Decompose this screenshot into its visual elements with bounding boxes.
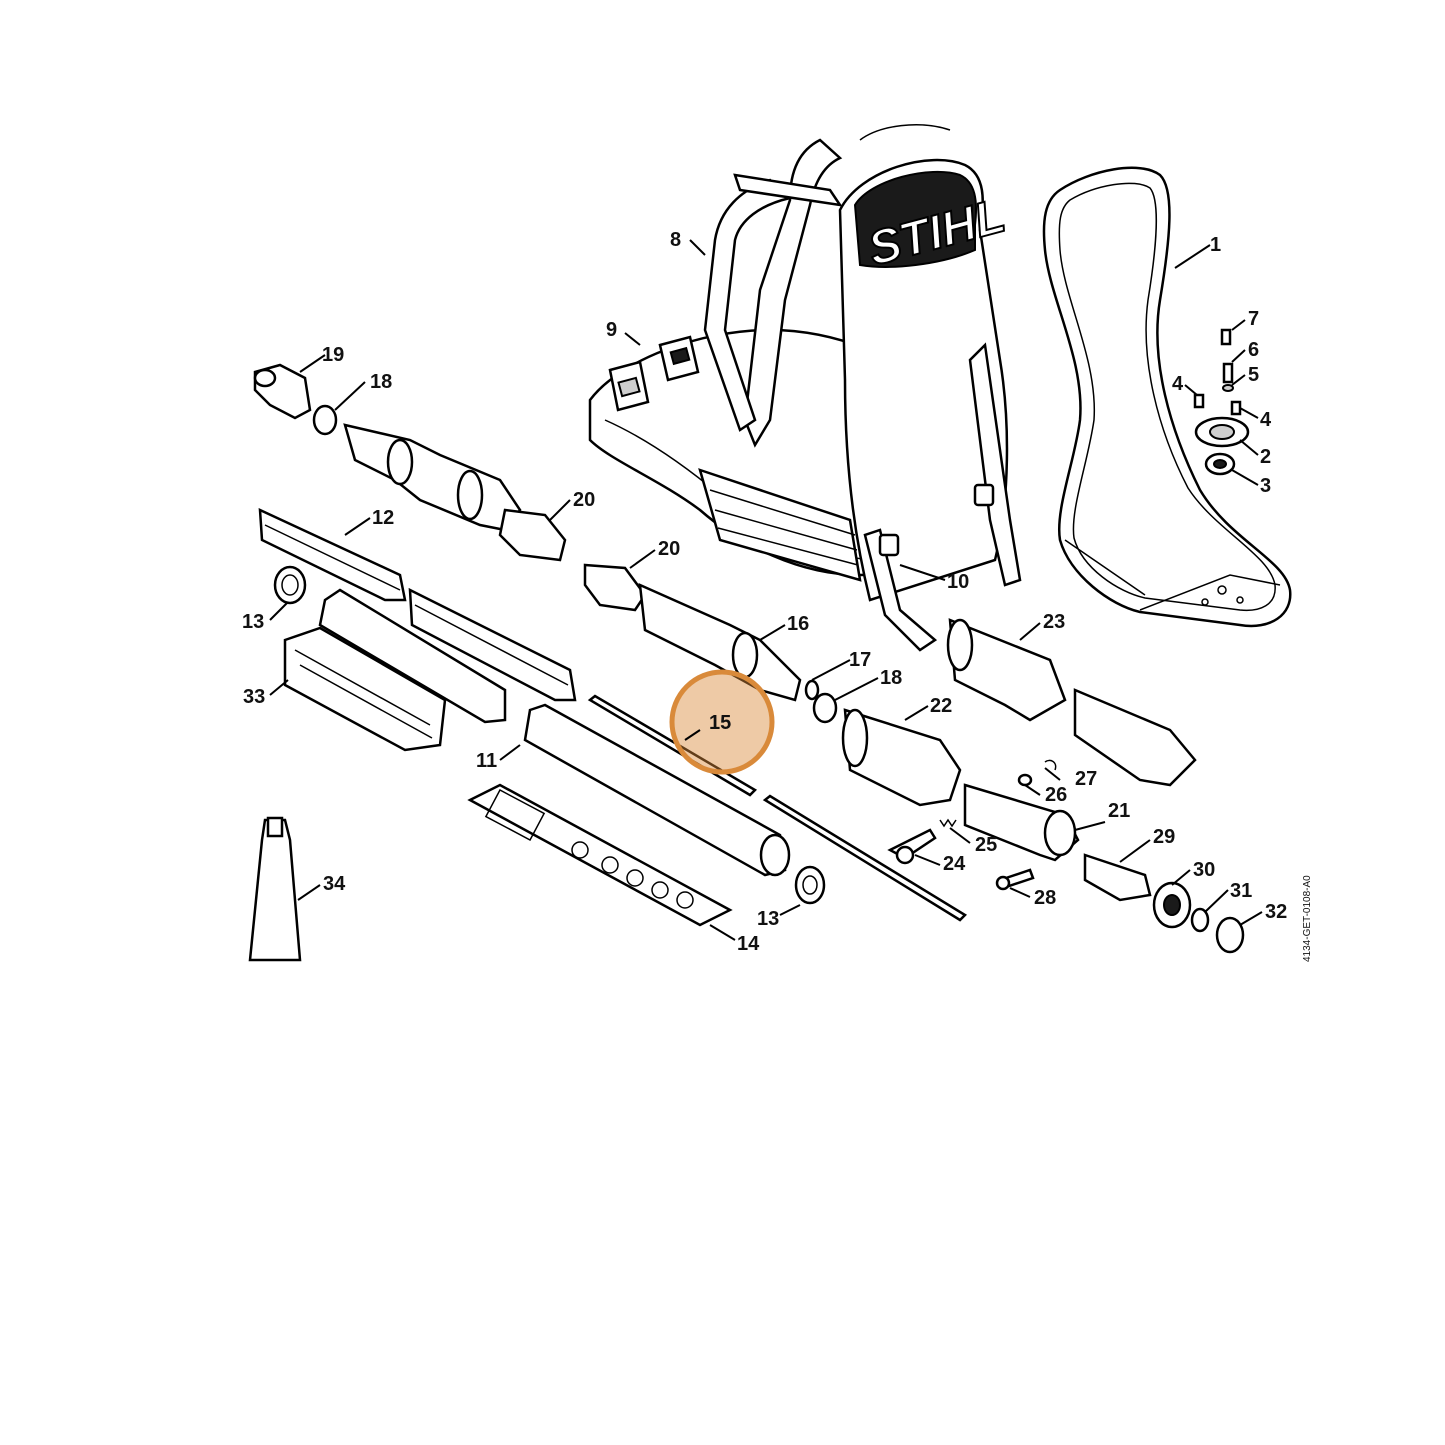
part-9-buckle[interactable] <box>608 335 700 412</box>
part-33-drive-tube[interactable] <box>283 626 447 752</box>
part-1-frame[interactable] <box>1042 166 1292 628</box>
callout-25: 25 <box>975 834 997 856</box>
callout-2: 2 <box>1260 446 1271 468</box>
part-25-spring[interactable] <box>939 818 957 828</box>
part-13-cap-lower[interactable] <box>794 865 826 905</box>
highlight-circle-part-15 <box>669 669 775 775</box>
part-flex-rod[interactable] <box>762 794 968 922</box>
part-4-screw[interactable] <box>1193 393 1242 416</box>
callout-27: 27 <box>1075 768 1097 790</box>
part-30-bearing[interactable] <box>1152 881 1192 929</box>
part-5-washer[interactable] <box>1222 384 1234 392</box>
part-23-coupling[interactable] <box>946 618 1067 722</box>
part-13-cap-upper[interactable] <box>273 565 307 605</box>
callout-29: 29 <box>1153 826 1175 848</box>
part-17-o-ring[interactable] <box>804 679 820 701</box>
part-3-bearing[interactable] <box>1204 452 1236 476</box>
callout-32: 32 <box>1265 901 1287 923</box>
callout-5: 5 <box>1248 364 1259 386</box>
part-14-label[interactable] <box>467 783 733 927</box>
callout-10: 10 <box>947 571 969 593</box>
callout-11: 11 <box>476 750 497 772</box>
callout-4-left: 4 <box>1172 373 1184 395</box>
callout-9: 9 <box>606 319 617 341</box>
part-12-half-shell[interactable] <box>258 507 577 702</box>
part-10-strap-buckle[interactable] <box>878 483 995 557</box>
callout-20-upper: 20 <box>573 489 595 511</box>
callout-30: 30 <box>1193 859 1215 881</box>
part-29-shaft[interactable] <box>1083 853 1152 902</box>
part-8-backpack-harness[interactable]: STIHL <box>588 124 1022 652</box>
part-18-o-ring-lower[interactable] <box>812 692 838 724</box>
callout-16: 16 <box>787 613 809 635</box>
callout-22: 22 <box>930 695 952 717</box>
callout-26: 26 <box>1045 784 1067 806</box>
callout-8: 8 <box>670 229 681 251</box>
part-2-flange[interactable] <box>1194 416 1250 448</box>
callout-15: 15 <box>709 712 731 734</box>
part-upper-drive-shaft[interactable] <box>343 423 522 532</box>
callout-12: 12 <box>372 507 394 529</box>
callout-28: 28 <box>1034 887 1056 909</box>
part-34-grease-tube[interactable] <box>248 816 302 962</box>
callout-23: 23 <box>1043 611 1065 633</box>
part-32-circlip[interactable] <box>1215 916 1245 954</box>
callout-13-upper: 13 <box>242 611 264 633</box>
callout-34: 34 <box>323 873 346 895</box>
part-28-screw[interactable] <box>995 868 1035 891</box>
callout-3: 3 <box>1260 475 1271 497</box>
callout-31: 31 <box>1230 880 1252 902</box>
part-16-shaft-tube[interactable] <box>638 582 802 702</box>
part-27-clip[interactable] <box>1044 759 1057 771</box>
callout-18-lower: 18 <box>880 667 902 689</box>
part-21-gearbox-shaft[interactable] <box>963 783 1080 862</box>
callout-7: 7 <box>1248 308 1259 330</box>
callout-6: 6 <box>1248 339 1259 361</box>
part-6-screw[interactable] <box>1222 362 1234 384</box>
callout-19: 19 <box>322 344 344 366</box>
part-20-clamp-upper[interactable] <box>498 508 567 562</box>
part-24-lever[interactable] <box>887 828 937 865</box>
callout-numbers: 8 9 1 7 6 5 4 4 2 3 19 18 12 20 20 10 13… <box>242 229 1287 955</box>
part-gear-housing[interactable] <box>1073 688 1197 787</box>
part-22-coupling-sleeve[interactable] <box>841 708 962 807</box>
document-code: 4134-GET-0108-A0 <box>1302 875 1313 962</box>
callout-14: 14 <box>737 933 760 955</box>
part-31-ring[interactable] <box>1190 907 1210 933</box>
part-20-clamp-lower[interactable] <box>583 563 647 612</box>
callout-13-lower: 13 <box>757 908 779 930</box>
callout-20-lower: 20 <box>658 538 680 560</box>
part-7-screw[interactable] <box>1220 328 1232 346</box>
leader-lines <box>269 239 1263 941</box>
part-pipe[interactable] <box>318 588 507 724</box>
part-11-tube[interactable] <box>523 703 791 877</box>
callout-21: 21 <box>1108 800 1130 822</box>
callout-17: 17 <box>849 649 871 671</box>
callout-1: 1 <box>1210 234 1221 256</box>
callout-24: 24 <box>943 853 966 875</box>
callout-33: 33 <box>243 686 265 708</box>
callout-4-right: 4 <box>1260 409 1272 431</box>
part-18-o-ring-upper[interactable] <box>312 404 338 436</box>
part-19-end-cap[interactable] <box>253 363 312 420</box>
callout-18-upper: 18 <box>370 371 392 393</box>
part-26-washer[interactable] <box>1017 773 1033 787</box>
